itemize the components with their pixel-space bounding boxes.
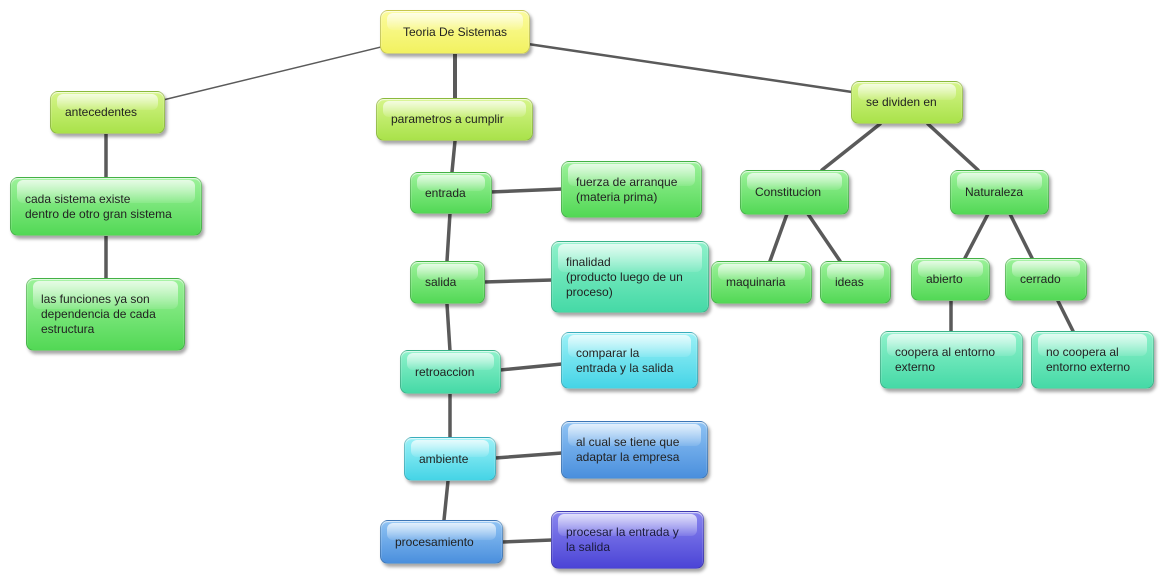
node-parametros-a-cumplir[interactable]: parametros a cumplir bbox=[376, 98, 533, 141]
node-label: ambiente bbox=[419, 451, 469, 466]
node-label: Teoria De Sistemas bbox=[402, 24, 508, 39]
node-label: entrada bbox=[425, 185, 466, 200]
node-label: cada sistema existe dentro de otro gran … bbox=[25, 191, 172, 221]
node-procesamiento[interactable]: procesamiento bbox=[380, 520, 503, 564]
node-label: salida bbox=[425, 275, 457, 289]
connector bbox=[442, 479, 450, 522]
node-retroaccion[interactable]: retroaccion bbox=[400, 350, 501, 394]
connector bbox=[482, 278, 554, 284]
node-label: fuerza de arranque (materia prima) bbox=[576, 174, 678, 204]
node-label: abierto bbox=[926, 272, 963, 286]
node-label: Constitucion bbox=[755, 185, 822, 199]
connector bbox=[963, 212, 990, 260]
node-label: comparar la entrada y la salida bbox=[576, 345, 674, 375]
node-abierto[interactable]: abierto bbox=[911, 258, 990, 301]
connector bbox=[500, 538, 554, 544]
connector bbox=[162, 45, 386, 101]
connector bbox=[445, 302, 452, 353]
node-antecedentes[interactable]: antecedentes bbox=[50, 91, 165, 134]
connector bbox=[493, 451, 564, 460]
node-fuerza-de-arranque[interactable]: fuerza de arranque (materia prima) bbox=[561, 161, 702, 218]
node-teoria-de-sistemas[interactable]: Teoria De Sistemas bbox=[380, 10, 530, 54]
node-label: no coopera al entorno externo bbox=[1046, 345, 1131, 374]
node-label: se dividen en bbox=[866, 95, 937, 109]
connector bbox=[820, 122, 882, 172]
node-se-dividen-en[interactable]: se dividen en bbox=[851, 81, 963, 124]
node-maquinaria[interactable]: maquinaria bbox=[711, 261, 812, 304]
node-coopera[interactable]: coopera al entorno externo bbox=[880, 331, 1023, 389]
node-finalidad[interactable]: finalidad (producto luego de un proceso) bbox=[551, 241, 709, 313]
connector bbox=[526, 42, 854, 94]
node-label: coopera al entorno externo bbox=[895, 345, 996, 374]
node-label: procesar la entrada y la salida bbox=[566, 525, 679, 554]
node-label: finalidad (producto luego de un proceso) bbox=[566, 254, 683, 299]
node-constitucion[interactable]: Constitucion bbox=[740, 170, 849, 215]
node-al-cual[interactable]: al cual se tiene que adaptar la empresa bbox=[561, 421, 708, 479]
node-ambiente[interactable]: ambiente bbox=[404, 437, 496, 481]
node-salida[interactable]: salida bbox=[410, 261, 485, 304]
node-comparar[interactable]: comparar la entrada y la salida bbox=[561, 332, 698, 389]
node-las-funciones[interactable]: las funciones ya son dependencia de cada… bbox=[26, 278, 185, 351]
connector bbox=[488, 187, 564, 194]
node-label: parametros a cumplir bbox=[391, 112, 504, 126]
connector bbox=[445, 211, 452, 263]
connector bbox=[1056, 299, 1075, 333]
connector bbox=[1008, 212, 1034, 260]
node-ideas[interactable]: ideas bbox=[820, 261, 891, 304]
node-label: procesamiento bbox=[395, 534, 474, 549]
node-procesar[interactable]: procesar la entrada y la salida bbox=[551, 511, 704, 569]
connector bbox=[768, 212, 789, 263]
node-label: antecedentes bbox=[65, 105, 138, 119]
connector bbox=[450, 139, 457, 174]
node-no-coopera[interactable]: no coopera al entorno externo bbox=[1031, 331, 1154, 389]
node-entrada[interactable]: entrada bbox=[410, 172, 492, 214]
node-cerrado[interactable]: cerrado bbox=[1005, 258, 1087, 301]
connector bbox=[498, 362, 564, 372]
node-label: Naturaleza bbox=[965, 185, 1024, 199]
node-label: las funciones ya son dependencia de cada… bbox=[41, 292, 156, 336]
node-label: maquinaria bbox=[726, 275, 786, 289]
node-cada-sistema[interactable]: cada sistema existe dentro de otro gran … bbox=[10, 177, 202, 236]
connector bbox=[926, 122, 980, 172]
node-label: retroaccion bbox=[415, 364, 475, 379]
node-naturaleza[interactable]: Naturaleza bbox=[950, 170, 1049, 215]
node-label: ideas bbox=[835, 275, 864, 289]
connector bbox=[806, 212, 842, 263]
node-label: cerrado bbox=[1020, 272, 1061, 286]
node-label: al cual se tiene que adaptar la empresa bbox=[576, 435, 680, 464]
